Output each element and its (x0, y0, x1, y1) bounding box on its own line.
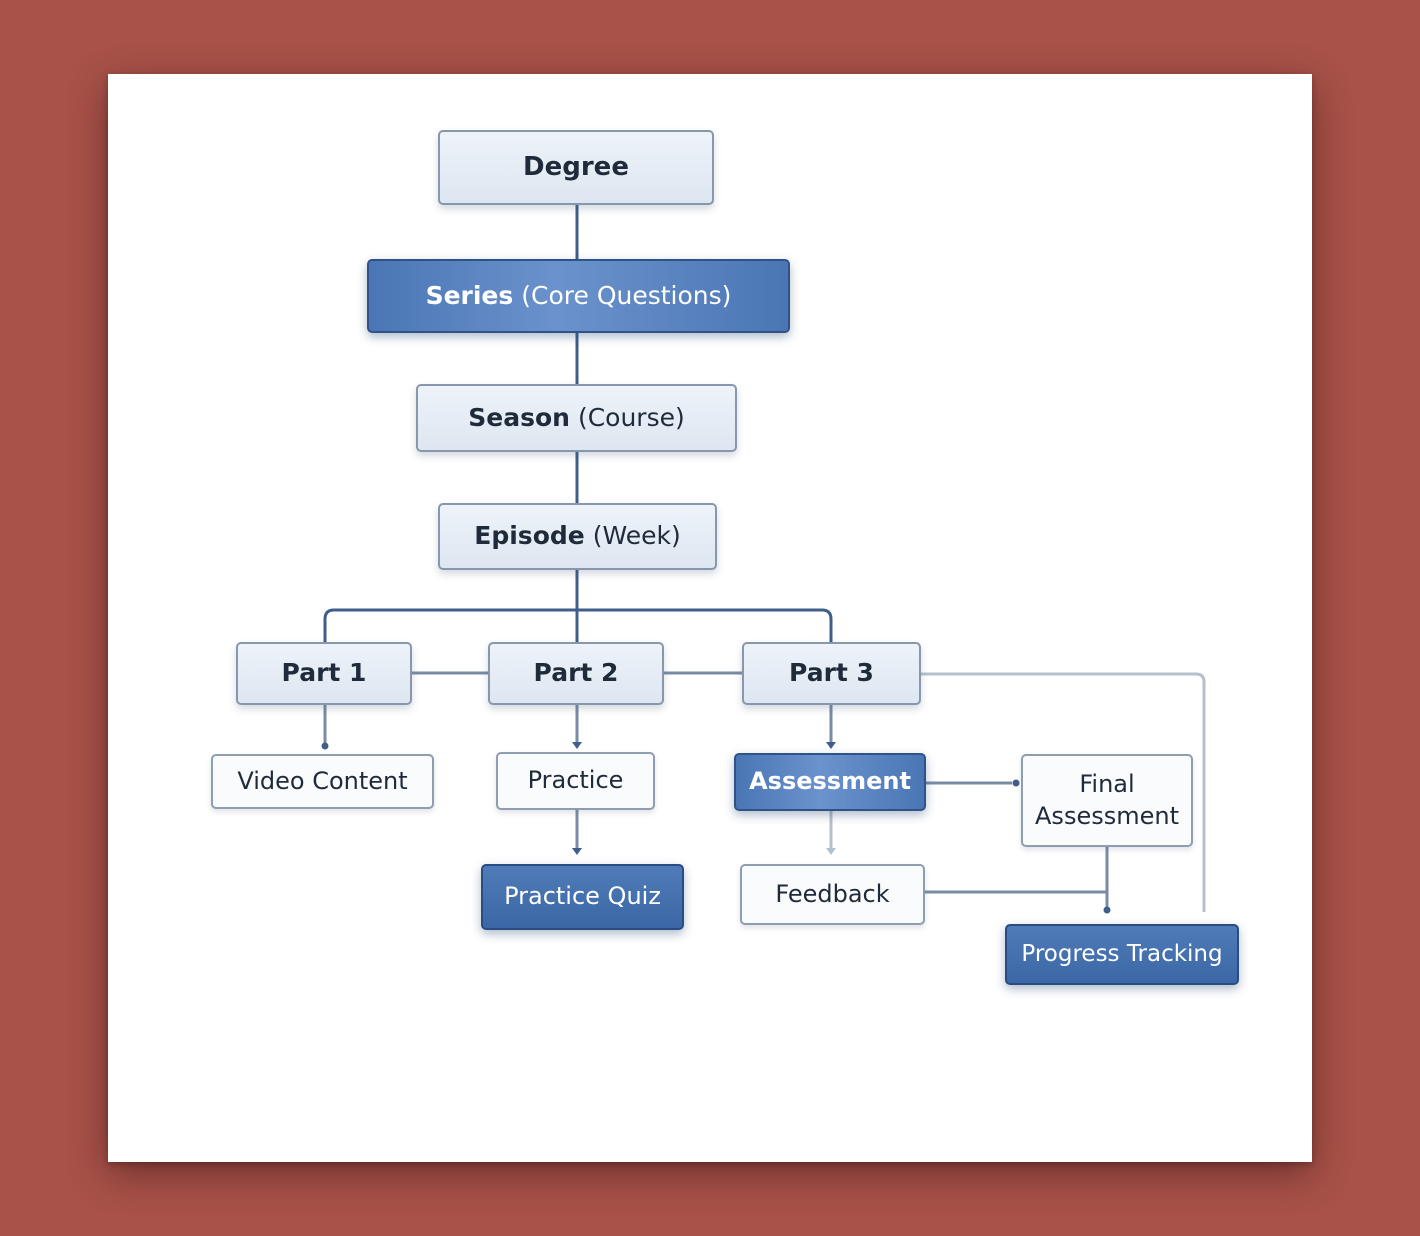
season-node[interactable]: Season (Course) (416, 384, 737, 452)
part1-label: Part 1 (281, 658, 367, 688)
video-content-label: Video Content (237, 766, 408, 795)
progress-tracking-node[interactable]: Progress Tracking (1005, 924, 1239, 985)
series-sub: (Core Questions) (521, 280, 732, 310)
practice-quiz-node[interactable]: Practice Quiz (481, 864, 684, 930)
part3-node[interactable]: Part 3 (742, 642, 921, 705)
final-assessment-line2: Assessment (1035, 801, 1179, 830)
series-node[interactable]: Series (Core Questions) (367, 259, 790, 333)
degree-label: Degree (523, 151, 629, 182)
practice-node[interactable]: Practice (496, 752, 655, 810)
part3-label: Part 3 (789, 658, 874, 688)
practice-label: Practice (527, 766, 624, 795)
part2-label: Part 2 (533, 658, 619, 688)
link-branch-part1 (323, 608, 577, 644)
episode-node[interactable]: Episode (Week) (438, 503, 717, 570)
season-label: Season (468, 402, 570, 432)
link-part3-progress (920, 672, 1206, 912)
final-assessment-line1: Final (1079, 770, 1135, 799)
season-sub: (Course) (577, 402, 685, 432)
feedback-label: Feedback (775, 879, 890, 908)
series-label: Series (425, 280, 514, 310)
feedback-node[interactable]: Feedback (740, 864, 925, 925)
practice-quiz-label: Practice Quiz (504, 882, 661, 911)
part1-node[interactable]: Part 1 (236, 642, 412, 705)
video-content-node[interactable]: Video Content (211, 754, 434, 809)
part2-node[interactable]: Part 2 (488, 642, 664, 705)
progress-tracking-label: Progress Tracking (1021, 940, 1223, 967)
episode-sub: (Week) (592, 521, 681, 551)
final-assessment-node[interactable]: Final Assessment (1021, 754, 1193, 847)
episode-label: Episode (474, 521, 585, 551)
assessment-node[interactable]: Assessment (734, 753, 926, 811)
degree-node[interactable]: Degree (438, 130, 714, 205)
link-branch-part3 (577, 608, 833, 644)
assessment-label: Assessment (749, 767, 911, 796)
